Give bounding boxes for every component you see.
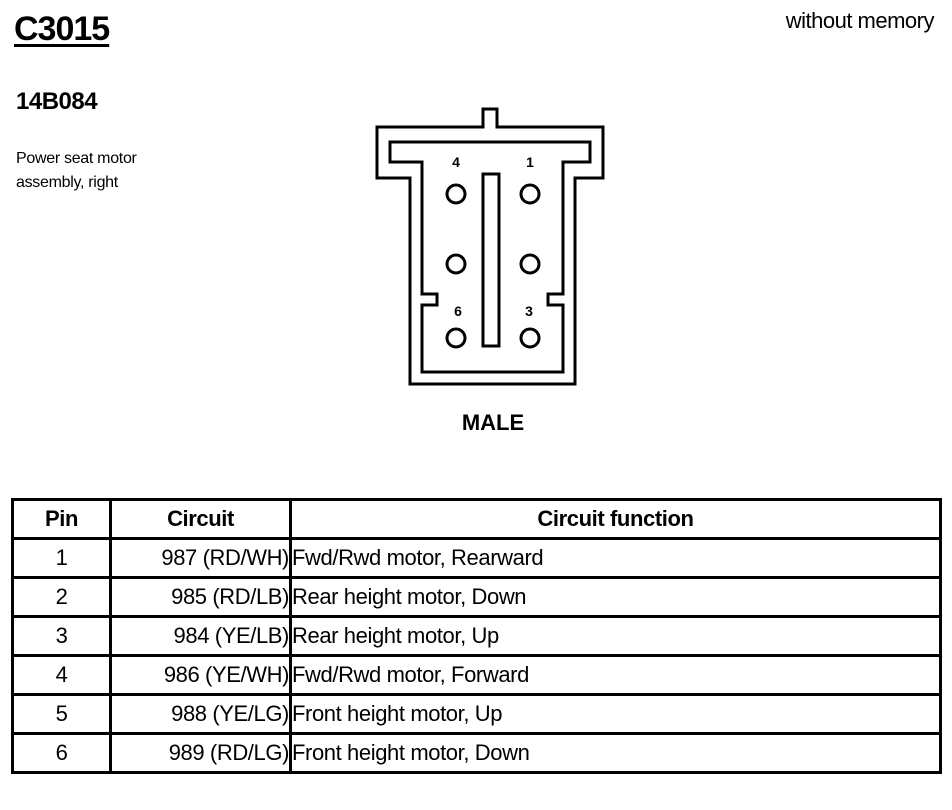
pin-label: 6 [454,303,462,319]
function-cell: Fwd/Rwd motor, Rearward [289,537,942,579]
table-row: 4 986 (YE/WH) Fwd/Rwd motor, Forward [11,654,942,696]
pin-cell: 6 [11,732,112,774]
pin-terminal [519,183,541,205]
function-cell: Front height motor, Down [289,732,942,774]
pin-cell: 1 [11,537,112,579]
circuit-cell: 988 (YE/LG) [109,693,292,735]
pin-terminal [519,253,541,275]
function-cell: Front height motor, Up [289,693,942,735]
function-cell: Rear height motor, Down [289,576,942,618]
pin-cell: 5 [11,693,112,735]
function-cell: Fwd/Rwd motor, Forward [289,654,942,696]
pin-cell: 3 [11,615,112,657]
function-column-header: Circuit function [289,498,942,540]
circuit-column-header: Circuit [109,498,292,540]
pin-terminal [445,327,467,349]
pin-label: 3 [525,303,533,319]
component-description: Power seat motor assembly, right [16,150,137,191]
table-row: 6 989 (RD/LG) Front height motor, Down [11,732,942,774]
table-row: 5 988 (YE/LG) Front height motor, Up [11,693,942,735]
table-header-row: Pin Circuit Circuit function [11,498,942,540]
key-slot [481,172,501,348]
pin-label: 4 [452,154,460,170]
circuit-cell: 987 (RD/WH) [109,537,292,579]
connector-face-diagram: 4 1 6 3 [375,107,605,386]
circuit-cell: 984 (YE/LB) [109,615,292,657]
pin-circuit-table: Pin Circuit Circuit function 1 987 (RD/W… [11,498,942,774]
function-cell: Rear height motor, Up [289,615,942,657]
pin-terminal [445,253,467,275]
pin-terminal [445,183,467,205]
circuit-cell: 989 (RD/LG) [109,732,292,774]
table-row: 3 984 (YE/LB) Rear height motor, Up [11,615,942,657]
variant-note: without memory [785,8,935,33]
connector-inner-outline [388,140,592,374]
circuit-cell: 986 (YE/WH) [109,654,292,696]
part-number: 14B084 [16,88,98,115]
pin-cell: 2 [11,576,112,618]
pin-label: 1 [526,154,534,170]
connector-id: C3015 [14,10,110,48]
table-row: 1 987 (RD/WH) Fwd/Rwd motor, Rearward [11,537,942,579]
pin-terminal [519,327,541,349]
pin-column-header: Pin [11,498,112,540]
circuit-cell: 985 (RD/LB) [109,576,292,618]
connector-gender-label: MALE [461,410,525,435]
pin-cell: 4 [11,654,112,696]
table-row: 2 985 (RD/LB) Rear height motor, Down [11,576,942,618]
connector-outer-outline [375,107,605,386]
